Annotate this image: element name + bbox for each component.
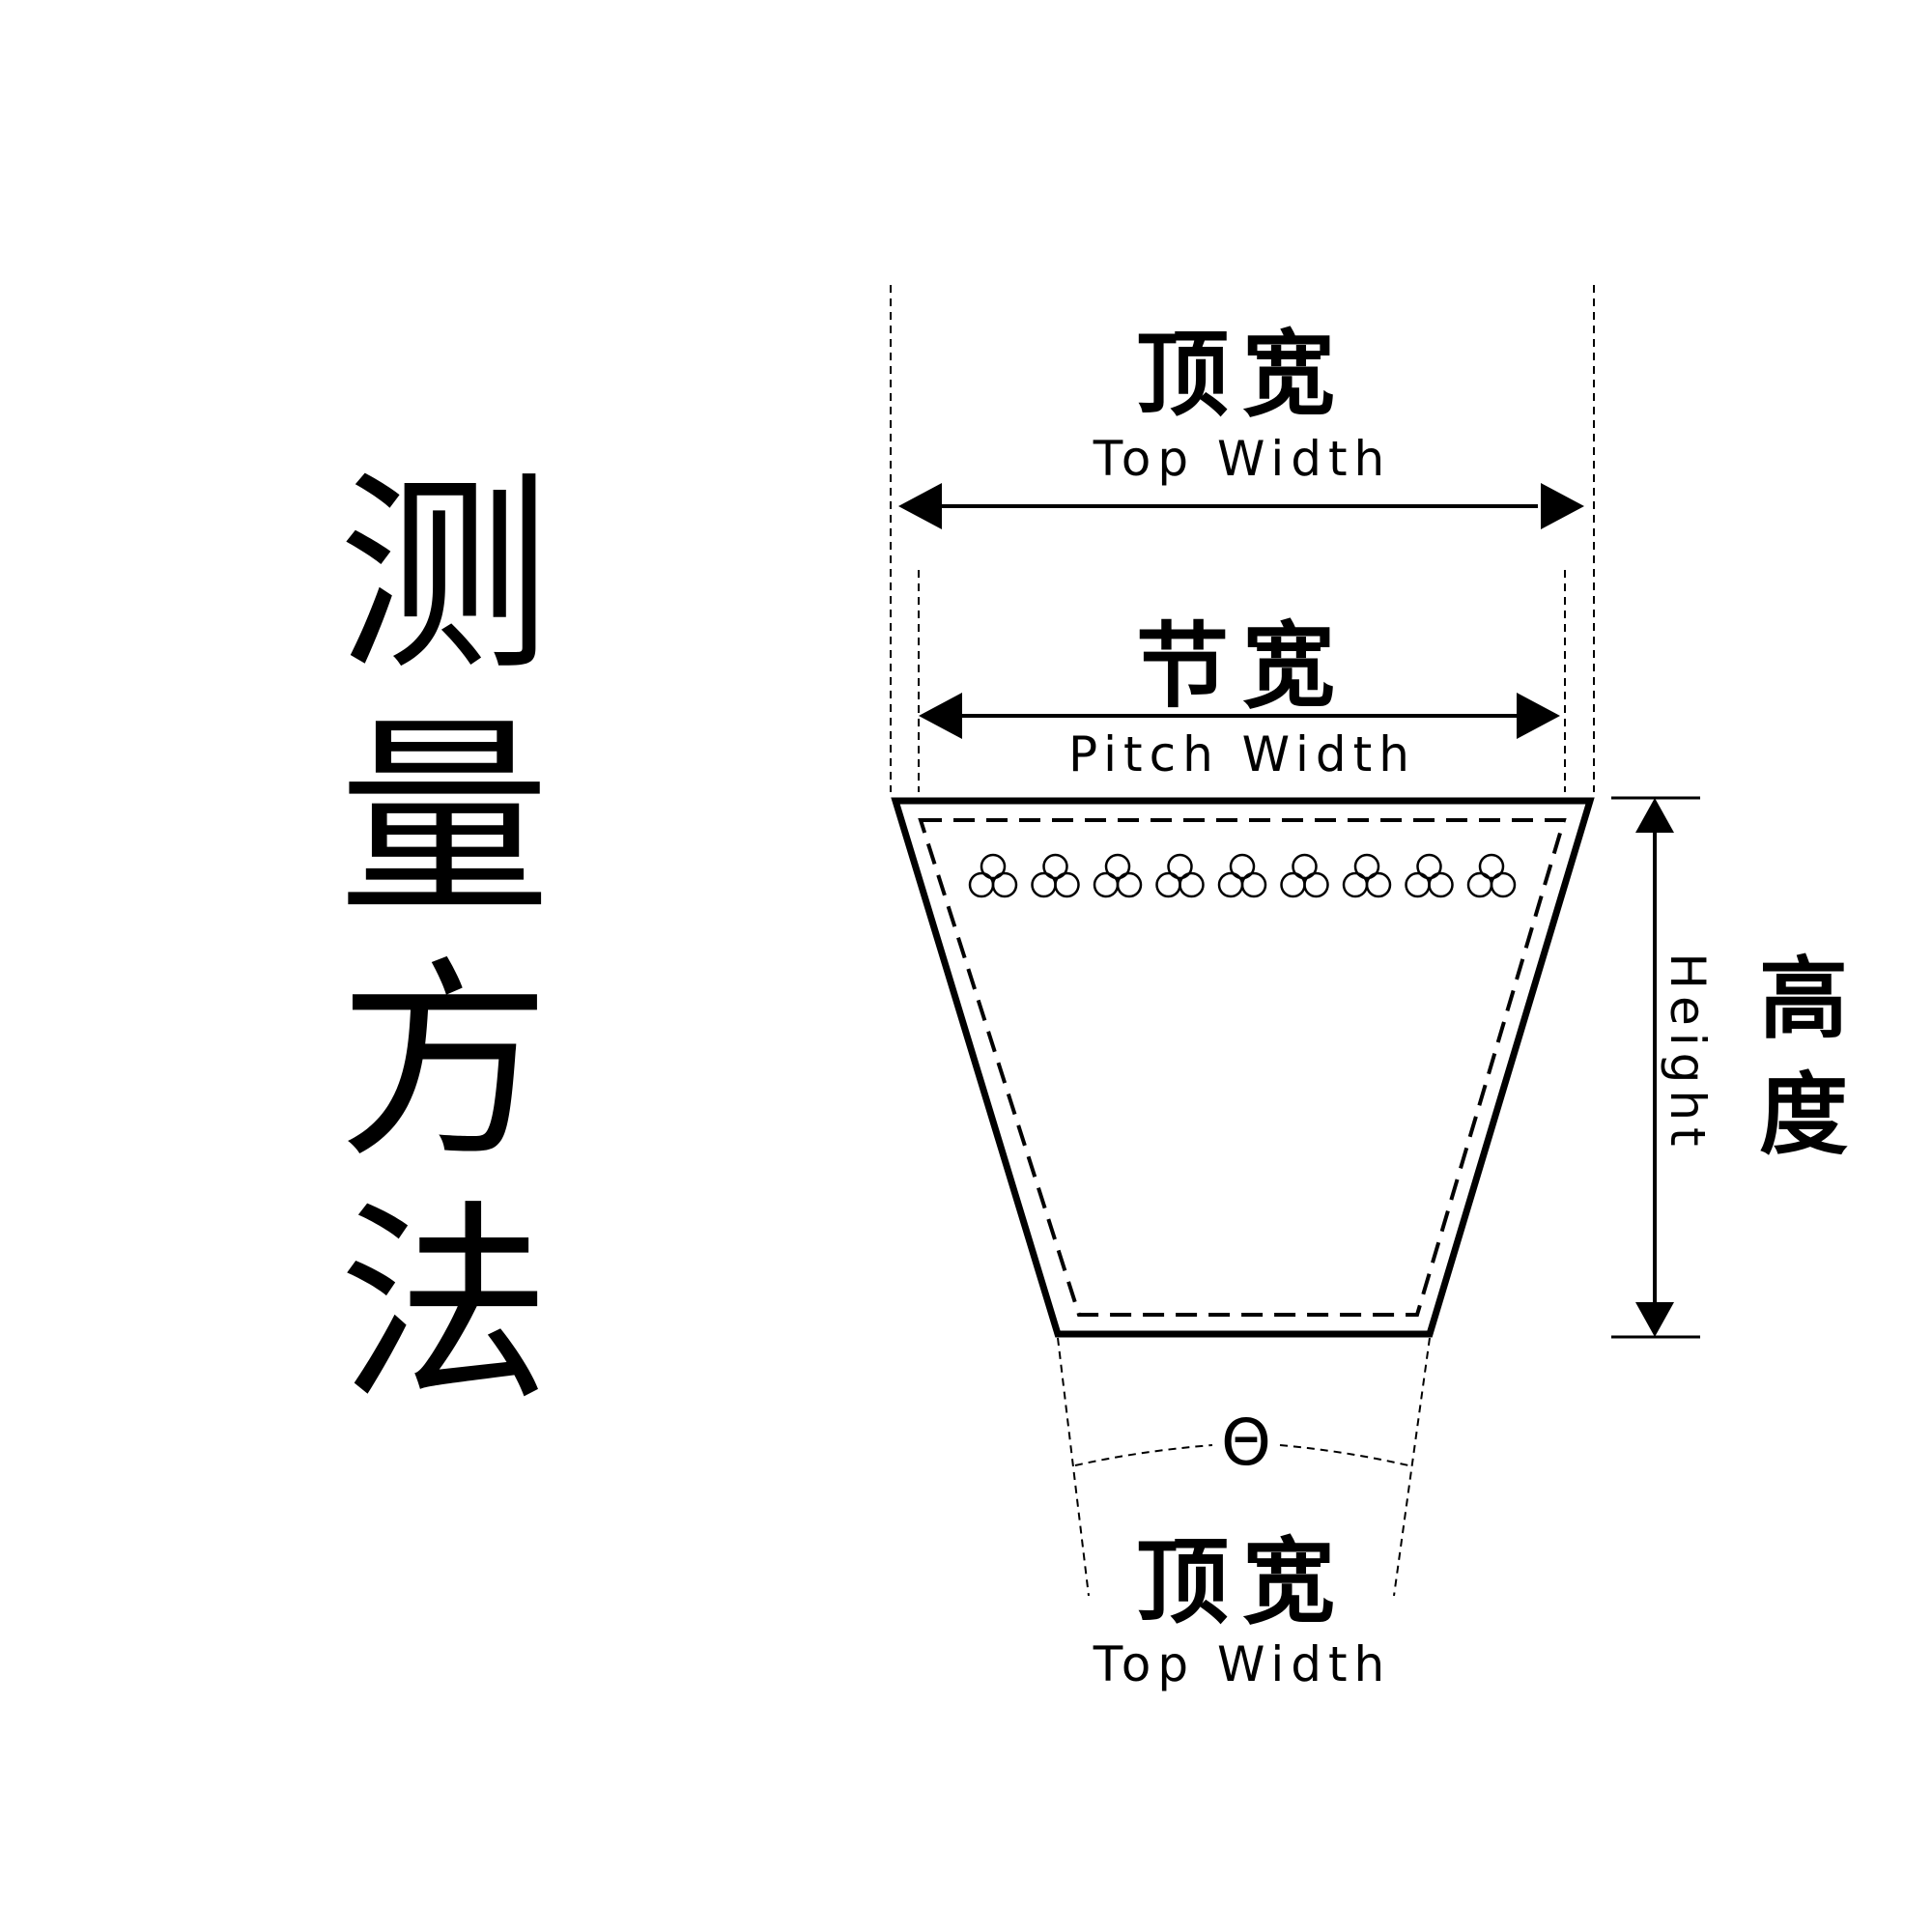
angle-arc-left: [1074, 1444, 1213, 1466]
tension-cord: [1405, 853, 1454, 898]
height-dimension-arrow: [1635, 798, 1674, 1337]
angle-guide-left: [1057, 1337, 1090, 1597]
page-title: 测 量 方 法: [328, 454, 560, 1428]
angle-symbol: Θ: [1221, 1406, 1271, 1480]
pitch-width-label-en: Pitch Width: [1068, 726, 1416, 782]
tension-cord: [968, 853, 1018, 898]
tension-cord: [1217, 853, 1267, 898]
height-label-cn: 高 度: [1750, 942, 1857, 1174]
tension-cords: [968, 853, 1517, 898]
top-width-dimension-arrow: [898, 483, 1584, 529]
tension-cord: [1155, 853, 1205, 898]
tension-cord: [1342, 853, 1392, 898]
height-char: 度: [1758, 1064, 1848, 1167]
height-label-en-text: Height: [1660, 952, 1716, 1153]
title-char: 测: [337, 452, 551, 699]
tension-cord: [1280, 853, 1329, 898]
bottom-top-width-label-cn: 顶宽: [1136, 1528, 1349, 1636]
tension-cord: [1093, 853, 1143, 898]
title-char: 法: [337, 1182, 551, 1430]
height-char: 高: [1758, 948, 1848, 1051]
title-char: 量: [337, 696, 551, 943]
angle-guide-right: [1393, 1337, 1431, 1597]
pitch-width-dimension-arrow: [919, 693, 1560, 739]
title-char: 方: [337, 939, 551, 1186]
tension-cord: [1466, 853, 1517, 898]
bottom-top-width-label-en: Top Width: [1093, 1636, 1392, 1692]
top-width-label-en: Top Width: [1093, 431, 1392, 487]
belt-inner-dashed-outline: [918, 818, 1567, 1317]
tension-cord: [1031, 853, 1080, 898]
belt-cross-section: [891, 797, 1595, 1338]
angle-arc-right: [1279, 1444, 1409, 1466]
top-width-label-cn: 顶宽: [1136, 321, 1349, 429]
pitch-width-label-cn: 节宽: [1136, 612, 1349, 721]
